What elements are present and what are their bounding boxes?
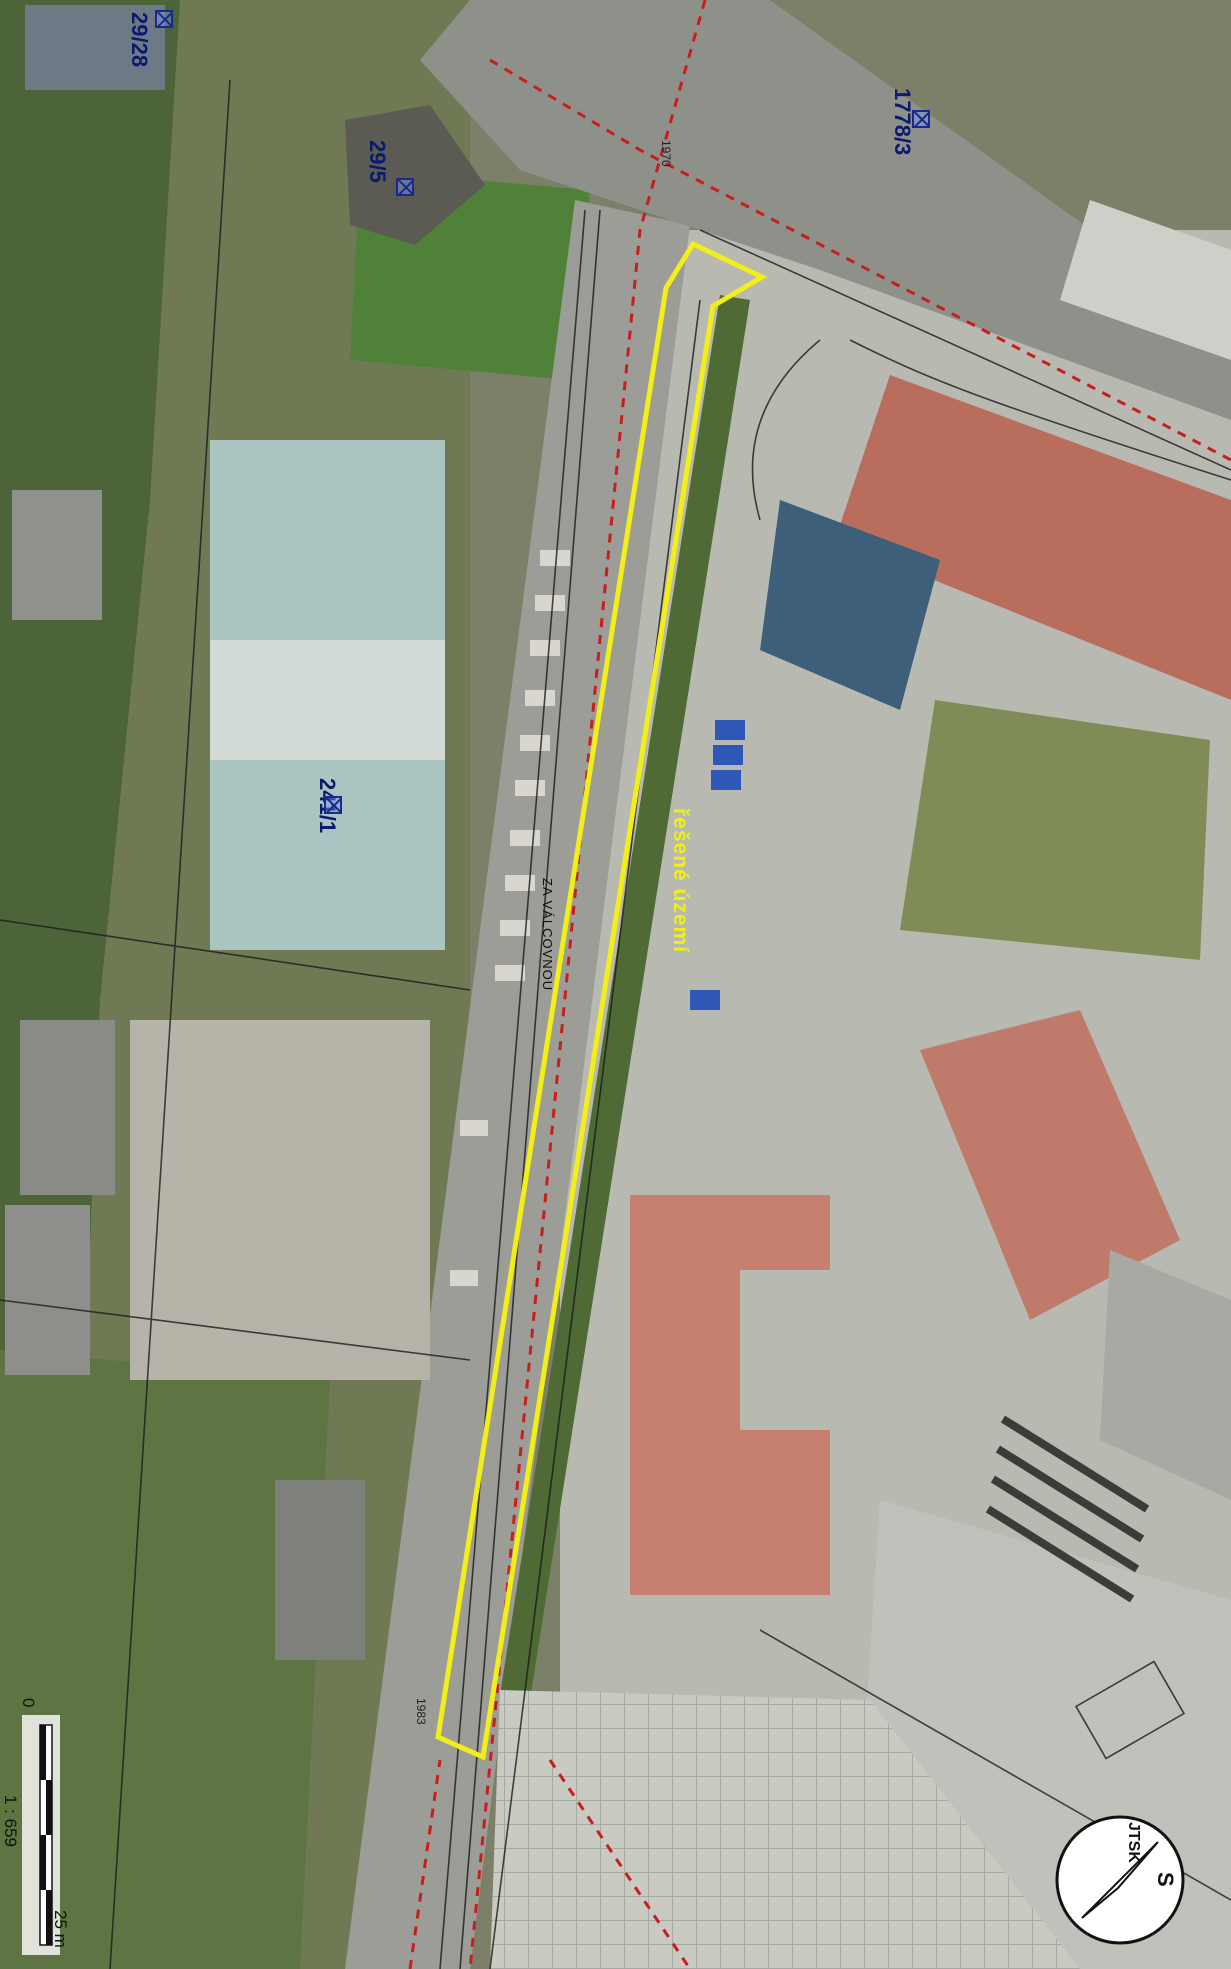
hall-241-roof	[210, 640, 445, 760]
parcel-marker-icon	[912, 110, 930, 128]
paved-grid-area	[490, 1690, 1080, 1969]
compass	[1055, 1815, 1185, 1945]
building-left-4	[275, 1480, 365, 1660]
scale-ratio-label: 1 : 659	[1, 1795, 20, 1847]
pipe-stacks	[985, 1415, 1150, 1603]
parcel-label-29-5: 29/5	[365, 140, 390, 183]
street-top	[420, 0, 1231, 420]
street-za-valcovnou	[345, 200, 690, 1969]
building-left-2	[20, 1020, 115, 1195]
segment-label-bottom: 1983	[414, 1698, 428, 1725]
red-roof-2	[920, 1010, 1180, 1320]
parcel-marker-icon	[155, 10, 173, 28]
cadastral-lines	[0, 79, 1231, 1969]
scale-bar	[22, 1715, 60, 1955]
parcel-marker-icon	[396, 178, 414, 196]
boundary-lines	[408, 0, 1231, 1969]
project-area-outline	[435, 240, 768, 1761]
building-left-3	[5, 1205, 90, 1375]
building-top-left	[25, 5, 165, 90]
building-right-lower	[1100, 1250, 1231, 1500]
parcel-label-29-28: 29/28	[127, 12, 152, 68]
compass-north-letter: S	[1153, 1872, 1178, 1887]
compass-system-label: JTSK	[1125, 1822, 1142, 1863]
building-right-top	[1060, 200, 1231, 360]
project-area-label: řešené území	[669, 808, 692, 954]
red-roof-3-notch	[740, 1270, 830, 1430]
lawn-right	[900, 700, 1210, 960]
segment-label-top: 1970	[659, 140, 673, 167]
yard-left	[130, 1020, 430, 1380]
building-house	[345, 105, 485, 245]
building-left-1	[12, 490, 102, 620]
scale-zero-label: 0	[19, 1698, 38, 1708]
parcel-marker-icon	[324, 796, 342, 814]
street-name-label: ZA VÁLCOVNOU	[540, 878, 555, 992]
scale-max-label: 25 m	[51, 1910, 70, 1948]
blue-bins	[690, 720, 745, 1010]
red-roof-1	[835, 375, 1231, 700]
green-strip	[500, 295, 750, 1700]
blue-shed	[760, 500, 940, 710]
vegetation-lower-left	[0, 1350, 330, 1969]
